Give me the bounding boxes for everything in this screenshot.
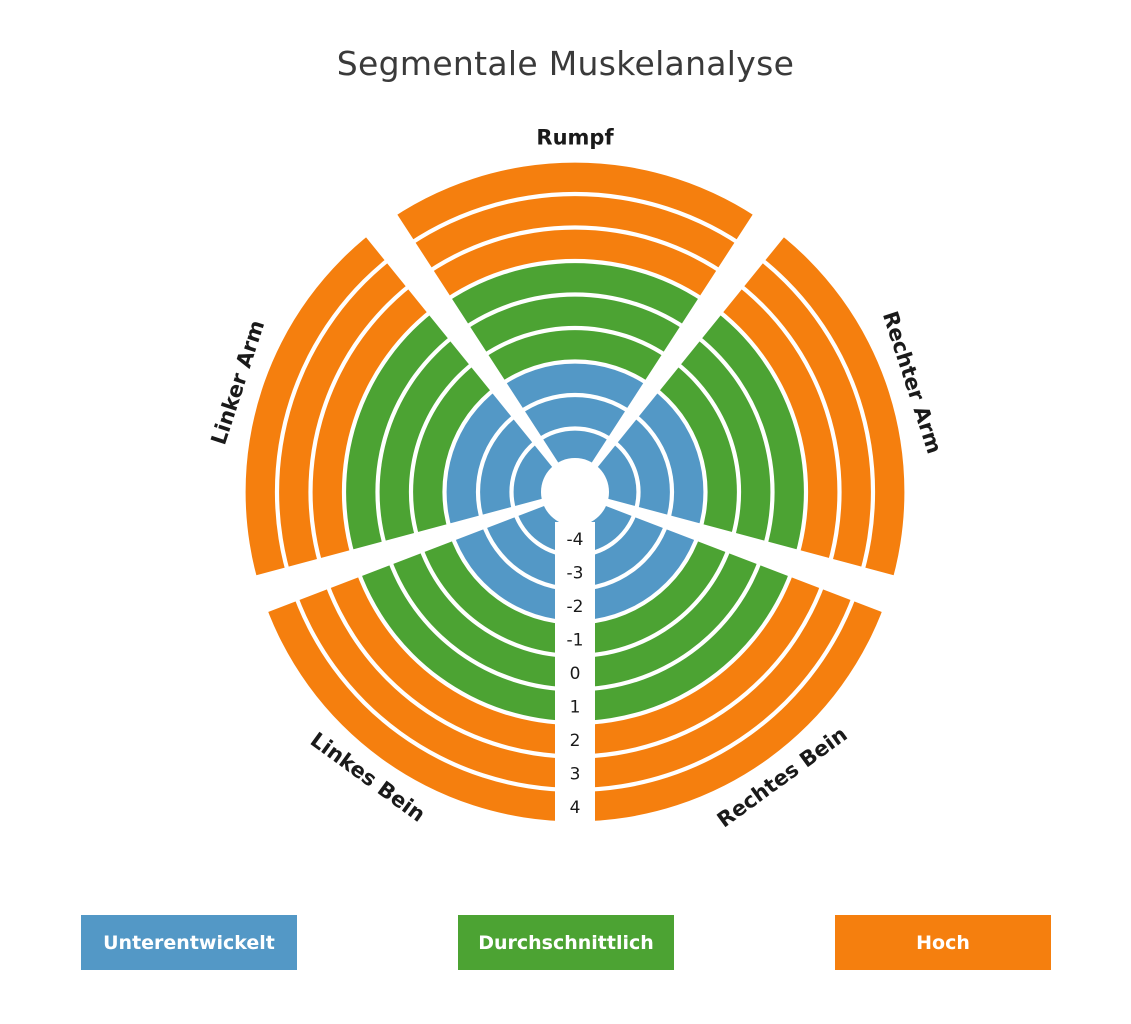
ring-segment — [452, 522, 575, 621]
scale-tick-label: -4 — [567, 530, 584, 550]
legend-item: Hoch — [835, 915, 1051, 970]
ring-segment — [401, 196, 749, 277]
ring-segment — [480, 415, 537, 522]
ring-segment — [261, 584, 575, 822]
segment-gap — [574, 490, 906, 617]
segment-gap — [573, 203, 792, 494]
ring-segment — [538, 430, 612, 467]
ring-segment — [325, 564, 575, 755]
ring-segment — [751, 225, 905, 594]
segment-gap — [244, 490, 576, 617]
ring-segment — [519, 397, 631, 439]
ring-segment — [575, 553, 793, 721]
legend-item: Unterentwickelt — [81, 915, 297, 970]
ring-segment — [245, 225, 399, 594]
ring-segment — [613, 415, 670, 522]
scale-tick-label: 0 — [570, 664, 581, 684]
ring-segment — [593, 442, 637, 511]
ring-segment — [440, 263, 710, 331]
ring-segment — [513, 442, 557, 511]
ring-segment — [381, 162, 769, 250]
ring-segment — [575, 584, 889, 822]
ring-segment — [346, 306, 458, 563]
ring-layer — [245, 162, 905, 822]
ring-segment — [731, 252, 871, 584]
ring-segment — [379, 333, 478, 553]
scale-strip — [555, 522, 595, 864]
ring-segment — [575, 512, 666, 587]
ring-segment — [672, 333, 771, 553]
legend-item: Durchschnittlich — [458, 915, 674, 970]
scale-tick-label: -2 — [567, 597, 584, 617]
scale-tick-label: -1 — [567, 630, 584, 650]
segment-label: Rumpf — [536, 126, 614, 150]
ring-segment — [692, 306, 804, 563]
page-title: Segmentale Muskelanalyse — [336, 44, 795, 83]
ring-segment — [633, 388, 704, 532]
scale-tick-label: 3 — [570, 764, 581, 784]
scale-tick-label: -3 — [567, 563, 584, 583]
ring-segment — [413, 361, 498, 543]
scale-tick-label: 4 — [570, 798, 581, 818]
segment-gap — [358, 203, 577, 494]
ring-segment — [484, 512, 575, 587]
scale-tick-label: 1 — [570, 697, 581, 717]
ring-segment — [421, 532, 575, 654]
ring-segment — [460, 296, 690, 358]
ring-segment — [575, 522, 698, 621]
ring-segment — [479, 330, 671, 385]
ring-segment — [575, 574, 857, 788]
ring-segment — [293, 574, 575, 788]
ring-segment — [279, 252, 419, 584]
ring-segment — [652, 361, 737, 543]
gap-layer — [244, 203, 906, 864]
center-hole — [541, 458, 609, 526]
scale-tick-label: 2 — [570, 731, 581, 751]
ring-segment — [420, 229, 730, 304]
ring-segment — [575, 532, 729, 654]
ring-segment — [575, 564, 825, 755]
scale-labels: -4 -3 -2 -1 0 1 2 3 4 — [567, 530, 584, 818]
ring-segment — [499, 363, 651, 412]
ring-segment — [357, 553, 575, 721]
ring-segment — [446, 388, 517, 532]
